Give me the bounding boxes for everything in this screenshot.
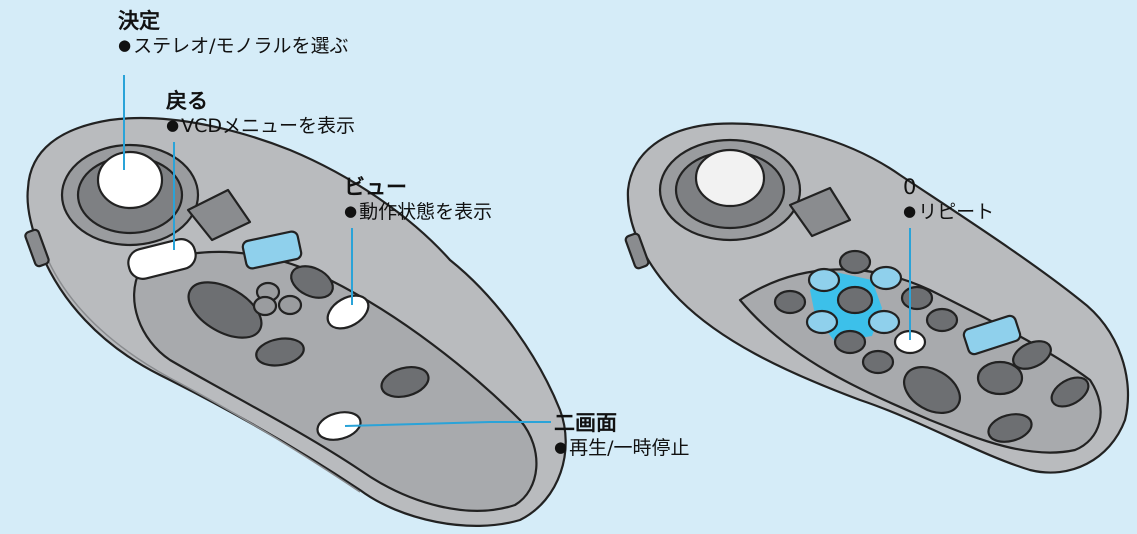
callout-modoru: 戻る VCDメニューを表示 xyxy=(166,88,355,139)
callout-view-desc: 動作状態を表示 xyxy=(344,200,492,225)
callout-modoru-desc: VCDメニューを表示 xyxy=(166,114,355,139)
callout-nigamen-desc: 再生/一時停止 xyxy=(554,436,689,461)
blue-button-left xyxy=(241,230,303,270)
blue-button-right xyxy=(962,314,1022,356)
callout-nigamen-title: 二画面 xyxy=(554,411,617,435)
callout-zero: 0 リピート xyxy=(903,174,994,225)
callout-zero-title: 0 xyxy=(903,175,917,199)
callout-view-title: ビュー xyxy=(344,175,407,199)
right-remote xyxy=(624,122,1130,474)
callout-modoru-title: 戻る xyxy=(166,89,208,113)
joystick-ball-right xyxy=(694,148,766,208)
callout-kettei-title: 決定 xyxy=(118,9,160,33)
back-button-shape xyxy=(127,238,197,280)
callout-nigamen: 二画面 再生/一時停止 xyxy=(554,410,690,461)
callout-zero-desc: リピート xyxy=(903,200,994,225)
callout-view: ビュー 動作状態を表示 xyxy=(344,174,492,225)
callout-kettei: 決定 ステレオ/モノラルを選ぶ xyxy=(118,8,349,59)
dual-screen-button-shape xyxy=(316,411,362,441)
callout-kettei-desc: ステレオ/モノラルを選ぶ xyxy=(118,34,348,59)
leader-line-nigamen xyxy=(344,421,551,427)
view-button-shape xyxy=(326,294,370,330)
joystick-ball-left xyxy=(96,150,164,210)
